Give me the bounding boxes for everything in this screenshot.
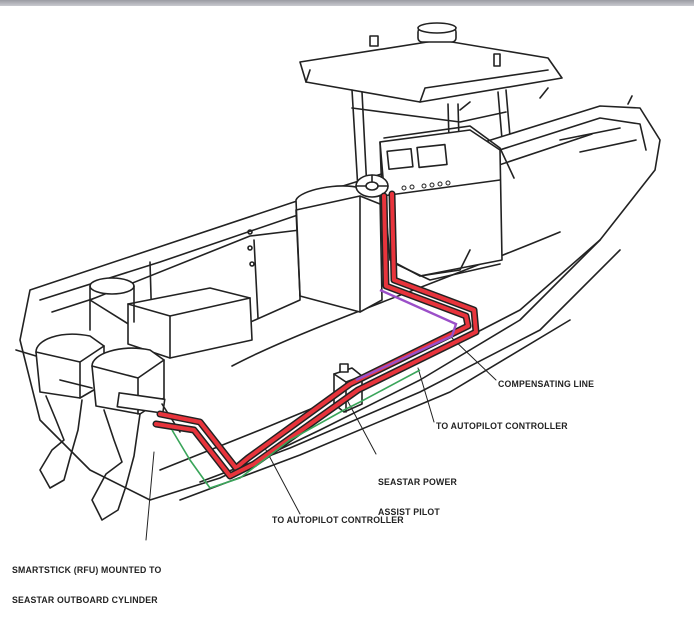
label-seastar-power-assist-pilot: SEASTAR POWER ASSIST PILOT (378, 458, 457, 538)
label-smartstick: SMARTSTICK (RFU) MOUNTED TO SEASTAR OUTB… (12, 546, 162, 626)
t-top-canopy (299, 22, 563, 253)
leaning-post (295, 185, 383, 313)
label-to-autopilot-controller-upper: TO AUTOPILOT CONTROLLER (436, 421, 568, 432)
boat-steering-diagram: COMPENSATING LINE TO AUTOPILOT CONTROLLE… (0, 0, 694, 606)
compensating-line (355, 288, 458, 382)
outboard-engine-starboard (59, 347, 181, 521)
center-console (355, 125, 515, 281)
hydraulic-lines (152, 190, 480, 480)
label-to-autopilot-controller-lower: TO AUTOPILOT CONTROLLER (272, 515, 404, 526)
label-power-assist-line-2: ASSIST PILOT (378, 507, 440, 518)
cockpit (89, 229, 301, 359)
top-frame-bar (0, 0, 694, 6)
autopilot-wire (171, 369, 421, 489)
label-power-assist-line-1: SEASTAR POWER (378, 477, 457, 488)
boat-illustration (15, 22, 661, 541)
label-smartstick-line-1: SMARTSTICK (RFU) MOUNTED TO (12, 565, 162, 576)
label-compensating-line: COMPENSATING LINE (498, 379, 595, 390)
label-smartstick-line-2: SEASTAR OUTBOARD CYLINDER (12, 595, 158, 606)
